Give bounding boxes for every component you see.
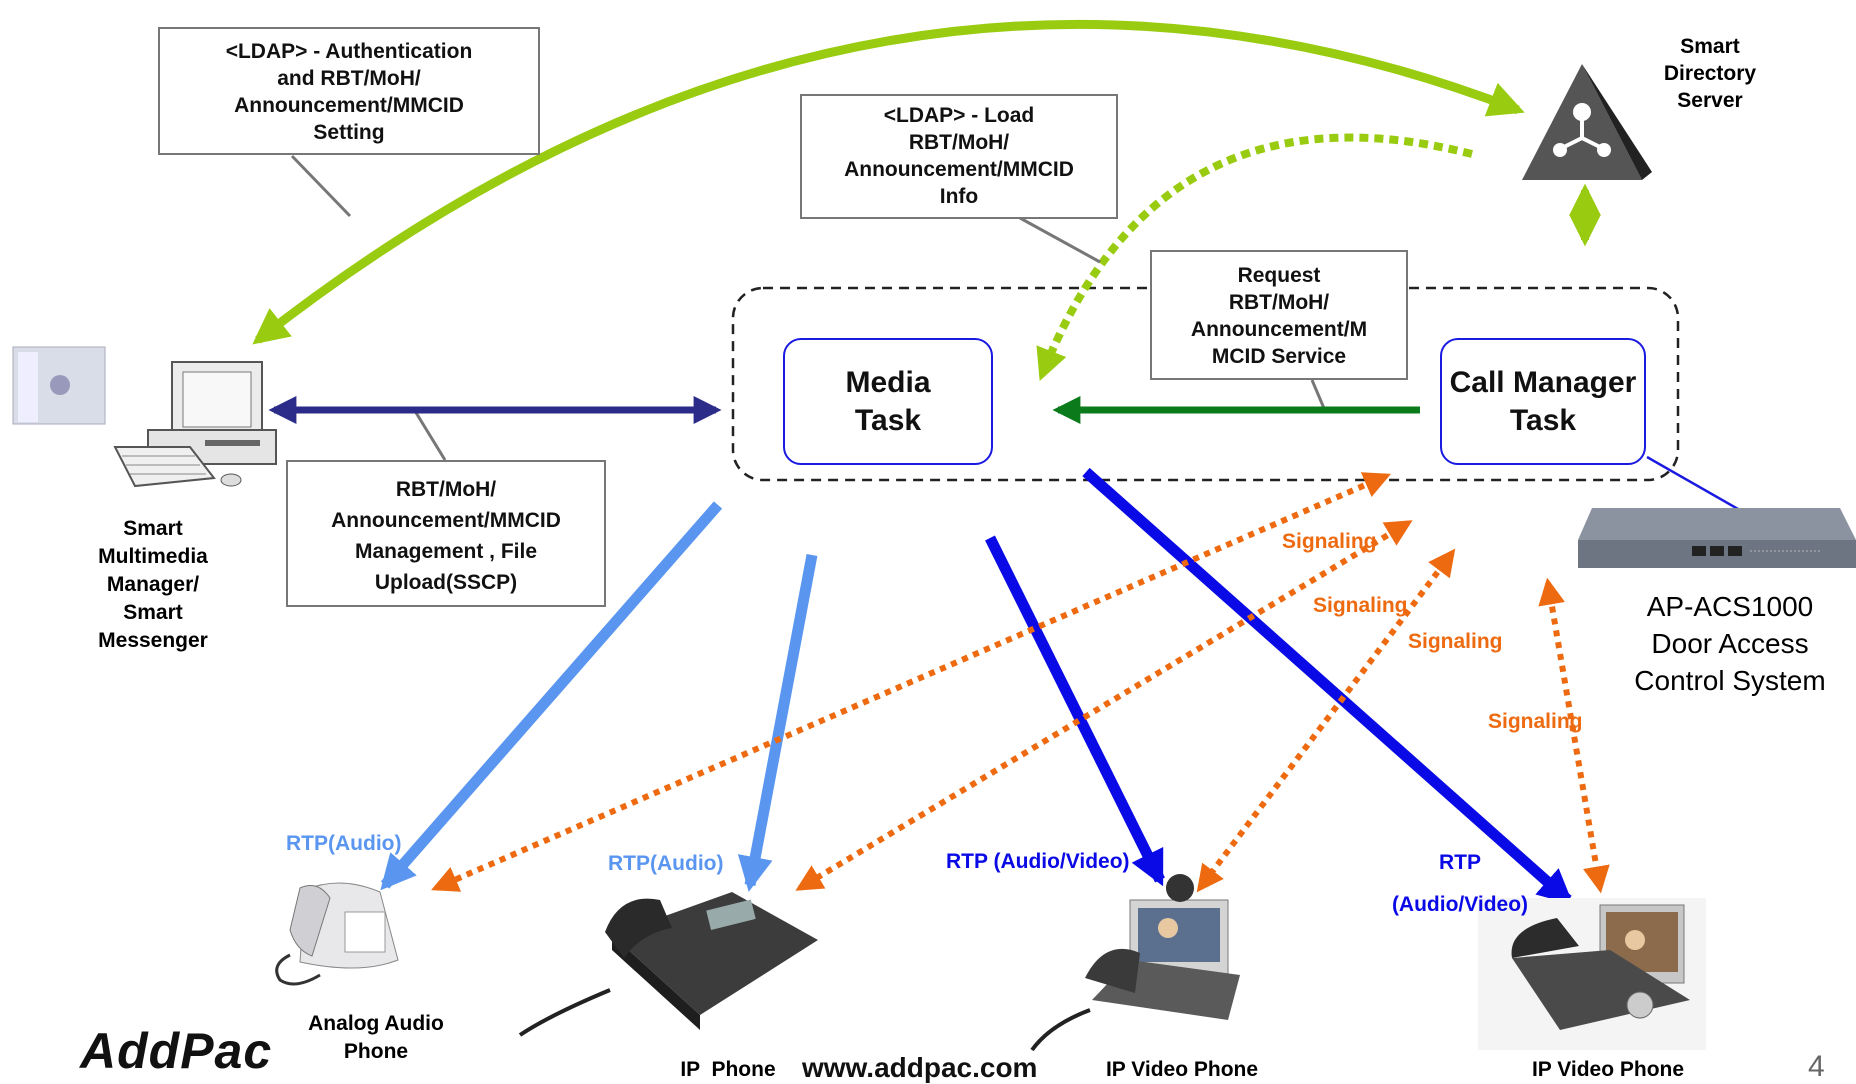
rtp-audio-arrow-ip	[737, 553, 818, 892]
callout-line-load	[1019, 216, 1101, 264]
rtp-av-arrow-video1	[985, 535, 1165, 887]
ldap-load-box: <LDAP> - Load RBT/MoH/ Announcement/MMCI…	[800, 94, 1118, 219]
rtp-av-label-2: RTP (Audio/Video)	[1391, 851, 1529, 916]
video-phone-2-label: IP Video Phone	[1531, 1058, 1685, 1081]
addpac-logo: AddPac	[80, 1023, 273, 1079]
analog-phone-label: Analog Audio Phone	[308, 1012, 444, 1063]
ip-phone-icon	[518, 892, 818, 1037]
ldap-auth-box: <LDAP> - Authentication and RBT/MoH/ Ann…	[158, 27, 540, 155]
request-service-box: Request RBT/MoH/ Announcement/M MCID Ser…	[1150, 250, 1408, 380]
callout-line-acs	[1646, 455, 1746, 515]
page-number: 4	[1808, 1050, 1825, 1083]
video-phone-1-icon	[1030, 874, 1240, 1052]
ip-phone-label: IP Phone	[680, 1058, 776, 1081]
directory-server-label: Smart Directory Server	[1663, 35, 1757, 112]
analog-phone-icon	[275, 882, 399, 986]
ldap-load-arrow	[1036, 133, 1473, 381]
rtp-audio-label-2: RTP(Audio)	[608, 852, 724, 875]
acs-label: AP-ACS1000 Door Access Control System	[1634, 591, 1826, 696]
video-phone-1-label: IP Video Phone	[1105, 1058, 1259, 1081]
ldap-auth-arrow	[252, 19, 1525, 345]
signaling-label-3: Signaling	[1408, 630, 1503, 653]
video-phone-2-icon	[1478, 898, 1706, 1050]
signaling-arrow-video1	[1196, 548, 1456, 893]
signaling-arrow-video2	[1538, 577, 1610, 894]
rtp-audio-label-1: RTP(Audio)	[286, 832, 402, 855]
callout-line-management	[413, 410, 447, 461]
acs-device-icon	[1578, 508, 1856, 568]
computer-icon	[12, 346, 277, 488]
directory-server-icon	[1522, 64, 1652, 180]
signaling-label-1: Signaling	[1282, 530, 1377, 553]
management-box: RBT/MoH/ Announcement/MMCID Management ,…	[286, 460, 606, 607]
smart-manager-label: Smart Multimedia Manager/ Smart Messenge…	[98, 517, 208, 652]
signaling-label-4: Signaling	[1488, 710, 1583, 733]
media-task-box: Media Task	[783, 338, 993, 465]
call-manager-task-box: Call Manager Task	[1440, 338, 1646, 465]
rtp-av-label-1: RTP (Audio/Video)	[946, 850, 1130, 873]
callout-line-auth	[290, 154, 352, 218]
signaling-arrow-ip	[795, 520, 1413, 891]
signaling-label-2: Signaling	[1313, 594, 1408, 617]
website-url: www.addpac.com	[802, 1052, 1038, 1083]
